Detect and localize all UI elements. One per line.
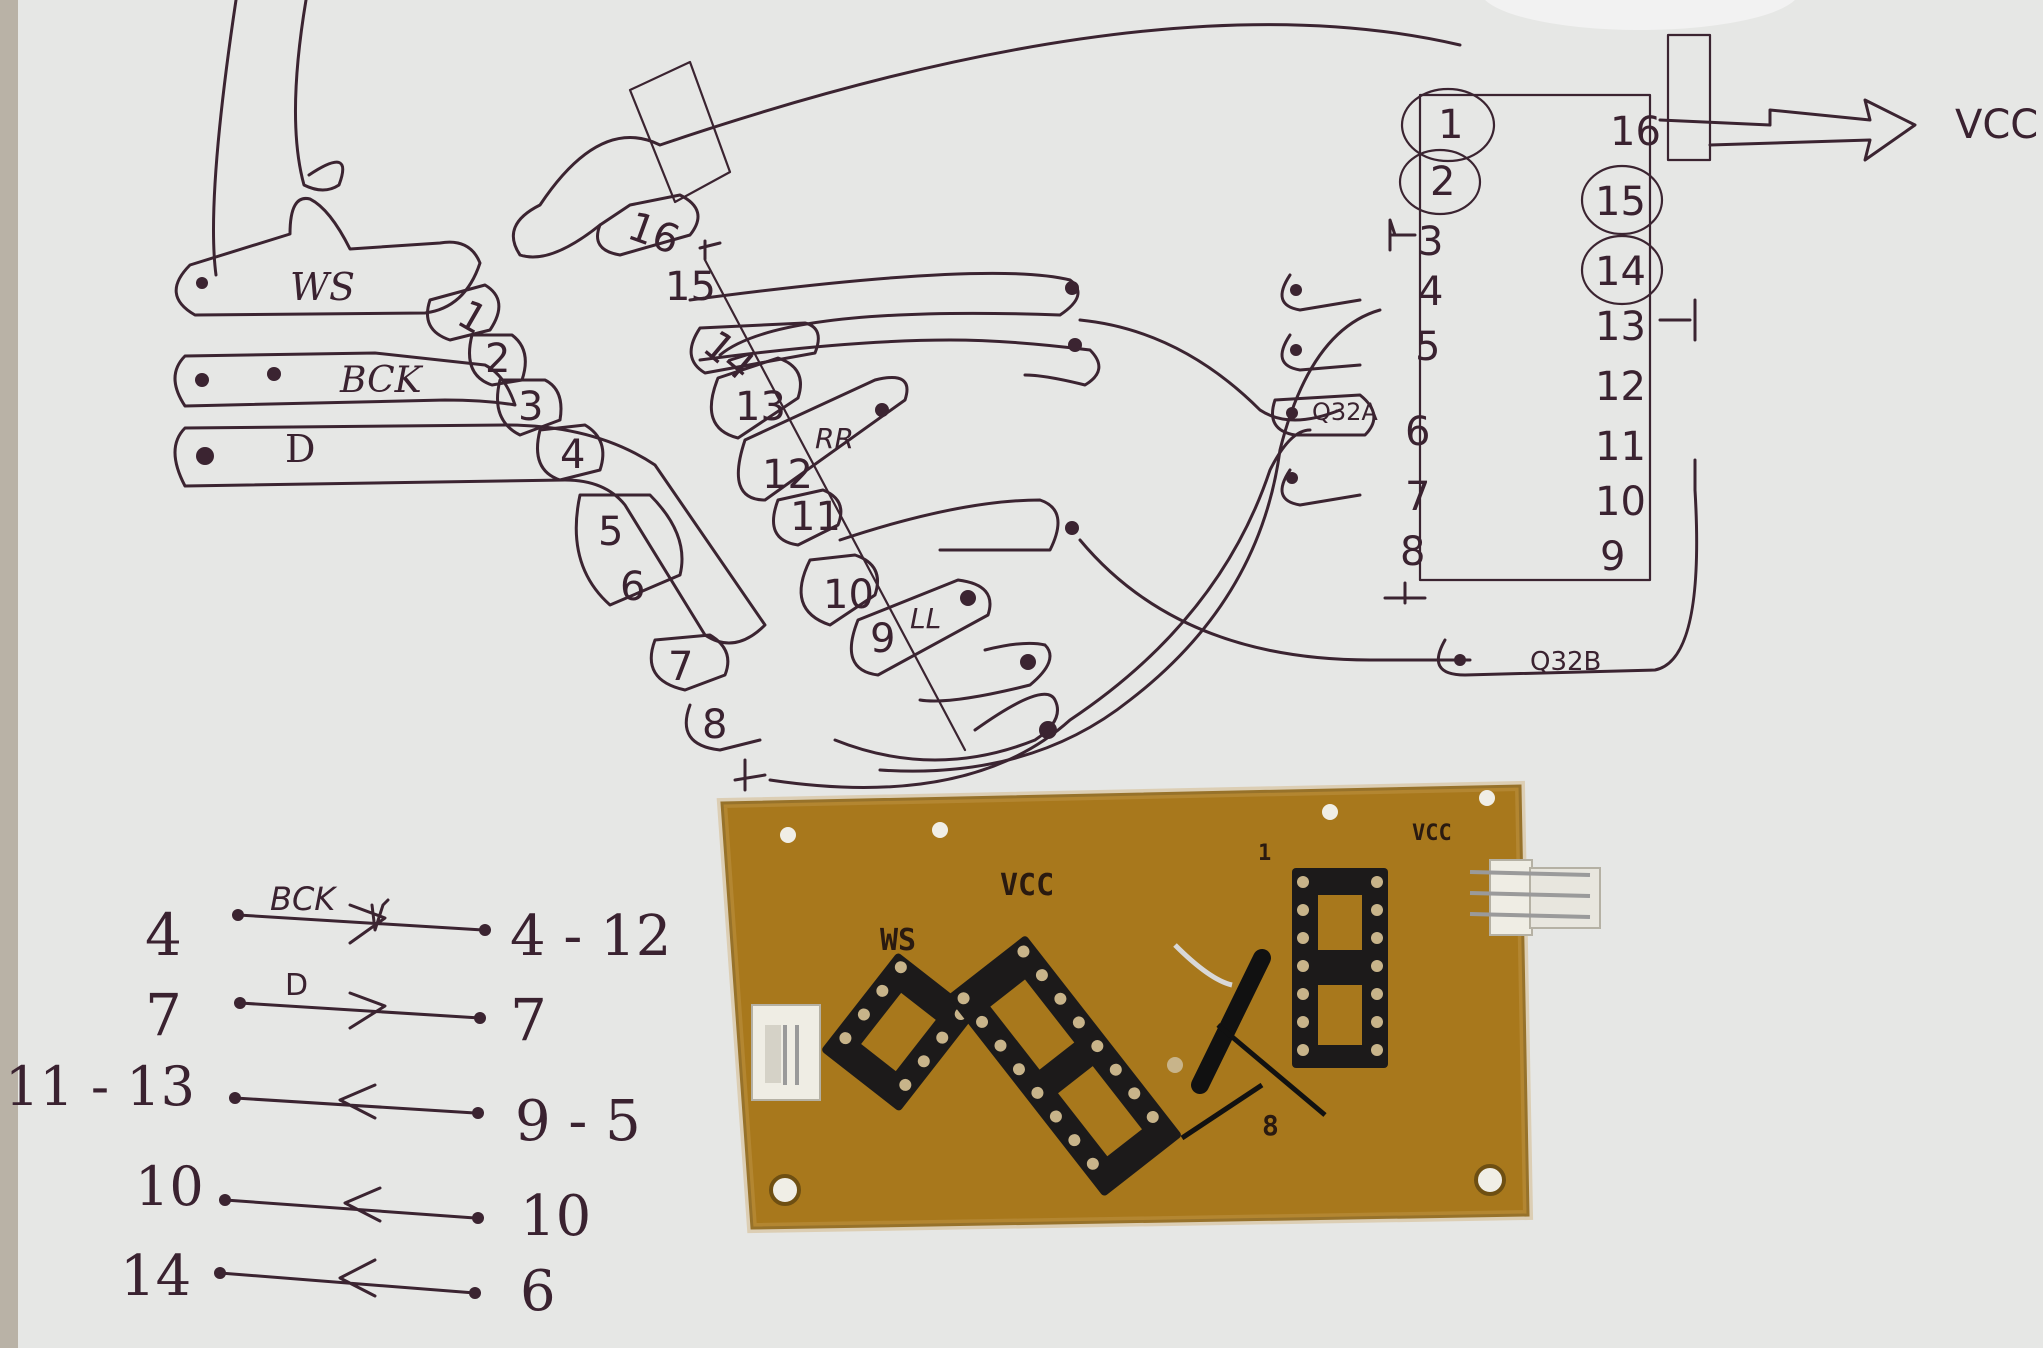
jumper-wire [1173, 943, 1233, 988]
ic-socket-upright [1292, 868, 1388, 1068]
mount-hole [769, 1174, 801, 1206]
pin-mapping: 4 BCK 4 - 12 7 D 7 11 - 13 9 - 5 10 [5, 880, 671, 1324]
rchip-pin-16: 16 [1610, 109, 1661, 155]
lchip-pin-4: 4 [560, 432, 585, 478]
jumper-wire [1180, 1082, 1264, 1141]
left-connector [751, 1004, 821, 1101]
mount-hole [1322, 804, 1338, 820]
pcb-ws-label: WS [880, 923, 916, 958]
bck-label: BCK [339, 360, 424, 401]
pcb-one-label: 1 [1258, 841, 1271, 866]
rchip-pin-4: 4 [1418, 269, 1443, 315]
ws-tab [174, 196, 482, 317]
rchip-pin-15: 15 [1595, 179, 1646, 225]
rchip-pin-12: 12 [1595, 364, 1646, 410]
mapping-left: 7 [145, 981, 182, 1049]
mount-hole [780, 827, 796, 843]
rchip-pin-11: 11 [1595, 424, 1646, 470]
rchip-pin-9: 9 [1600, 534, 1625, 580]
bck-tab [173, 351, 517, 408]
mapping-row: 4 BCK 4 - 12 [145, 880, 671, 969]
mapping-left: 4 [145, 901, 182, 969]
mapping-right: 4 - 12 [510, 904, 671, 969]
jumper-wire [1216, 1023, 1327, 1117]
ic-socket-8pin [822, 953, 975, 1111]
mapping-signal: D [285, 968, 308, 1003]
mapping-right: 9 - 5 [515, 1089, 641, 1154]
rr-label: RR [815, 422, 854, 455]
mount-hole [1474, 1164, 1506, 1196]
mapping-right: 6 [520, 1259, 556, 1324]
mapping-left: 14 [120, 1244, 191, 1309]
ic-socket-16pin [948, 936, 1181, 1196]
pcb-board: VCC VCC WS 1 8 [716, 780, 1601, 1234]
lchip-pin-8: 8 [702, 702, 727, 748]
mount-hole [932, 822, 948, 838]
mapping-row: 14 6 [120, 1244, 556, 1324]
lchip-pin-12: 12 [762, 452, 813, 498]
rchip-pin-7: 7 [1405, 474, 1430, 520]
lchip-pin-10: 10 [823, 572, 874, 618]
lchip-pin-13: 13 [735, 384, 786, 430]
pcb-eight-label: 8 [1262, 1109, 1279, 1142]
mapping-right: 10 [520, 1184, 591, 1249]
pcb-vcc-corner-label: VCC [1412, 821, 1452, 846]
ll-label: LL [910, 602, 941, 635]
vcc-label: VCC [1955, 102, 2038, 148]
rchip-pin-13: 13 [1595, 304, 1646, 350]
mapping-left: 10 [135, 1155, 204, 1218]
mapping-signal: BCK [270, 880, 338, 918]
lchip-pin-3: 3 [518, 384, 543, 430]
right-chip: 1 2 3 4 5 6 7 8 16 15 14 13 12 11 10 9 Q… [1271, 33, 1712, 677]
vcc-arrow [1658, 98, 1917, 162]
ws-label: WS [290, 265, 355, 309]
rchip-pin-10: 10 [1595, 479, 1646, 525]
d-label: D [285, 427, 315, 471]
lchip-pin-9: 9 [870, 616, 895, 662]
corner-object [1485, 0, 1795, 30]
lchip-pin-6: 6 [620, 564, 645, 610]
rchip-pin-1: 1 [1438, 102, 1463, 148]
jumper-wire [1191, 949, 1271, 1094]
rchip-pin-2: 2 [1430, 159, 1455, 205]
rchip-pin-3: 3 [1418, 219, 1443, 265]
d-tab [173, 423, 767, 645]
lchip-pin-7: 7 [668, 644, 693, 690]
lchip-pin-15: 15 [665, 264, 716, 310]
mapping-row: 7 D 7 [145, 968, 547, 1054]
rchip-pin-8: 8 [1400, 529, 1425, 575]
rchip-pin-5: 5 [1415, 324, 1440, 370]
mapping-left: 11 - 13 [5, 1055, 195, 1118]
mapping-right: 7 [510, 986, 547, 1054]
pcb-vcc-label: VCC [1000, 868, 1054, 903]
sketch: WS BCK D 16 15 14 13 12 RR 11 10 [173, 0, 2038, 792]
lchip-pin-5: 5 [598, 509, 623, 555]
rchip-pin-6: 6 [1405, 409, 1430, 455]
lchip-pin-2: 2 [485, 336, 510, 382]
mapping-row: 11 - 13 9 - 5 [5, 1055, 641, 1154]
rchip-pin-14: 14 [1595, 249, 1646, 295]
mapping-row: 10 10 [135, 1155, 591, 1249]
mount-hole [1479, 790, 1495, 806]
right-connector [1469, 859, 1601, 936]
